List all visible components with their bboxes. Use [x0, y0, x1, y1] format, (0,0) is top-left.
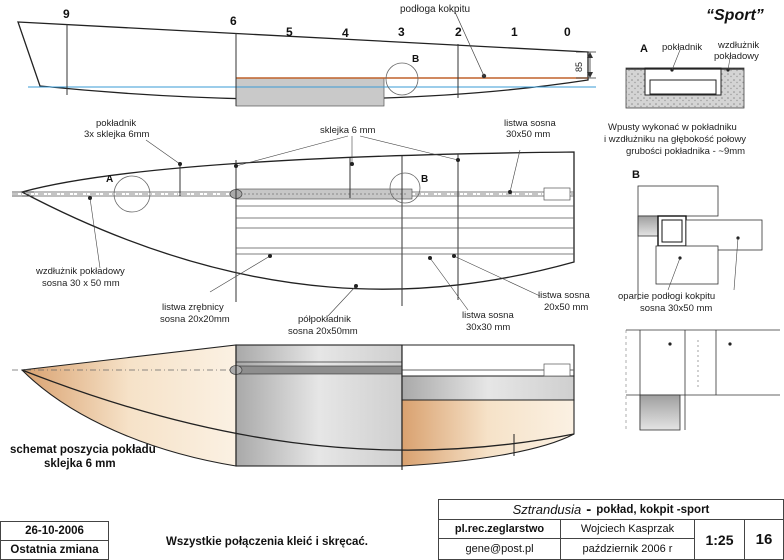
- footer-note: Wszystkie połączenia kleić i skręcać.: [166, 536, 369, 548]
- callout-b-profile: B: [412, 54, 419, 65]
- station-label: 0: [564, 25, 571, 39]
- last-change-date: 26-10-2006: [1, 522, 108, 541]
- detail-b-label-1: oparcie podłogi kokpitu: [618, 291, 715, 302]
- sheet-title: pokład, kokpit -sport: [596, 503, 710, 516]
- station-label: 5: [286, 25, 293, 39]
- schemat-subtitle: sklejka 6 mm: [44, 458, 116, 470]
- side-profile: [17, 11, 596, 107]
- site: pl.rec.zeglarstwo: [439, 520, 561, 539]
- callout-b-circle-profile: [385, 62, 419, 96]
- callout-b-circle-plan: [389, 172, 421, 204]
- label-listwa-20x50: listwa sosna: [538, 290, 590, 301]
- label-pokladnik: pokładnik: [96, 118, 136, 129]
- plating-scheme: [12, 344, 575, 470]
- deck-plan: [12, 135, 575, 317]
- boat-name: Sztrandusia: [512, 502, 582, 517]
- detail-a-label-wzdluznik: wzdłużnik: [717, 40, 759, 51]
- label-polpokladnik: półpokładnik: [298, 314, 351, 325]
- detail-b-heading: B: [632, 169, 640, 181]
- label-zrebnica: listwa zrębnicy: [162, 302, 224, 313]
- label-listwa-30x30: listwa sosna: [462, 310, 514, 321]
- label-zrebnica-dim: sosna 20x20mm: [160, 314, 230, 325]
- station-label: 4: [342, 26, 349, 40]
- detail-a-heading: A: [640, 43, 648, 55]
- label-pokladnik-material: 3x sklejka 6mm: [84, 129, 150, 140]
- scale: 1:25: [695, 520, 745, 559]
- cockpit-section-detail: [625, 329, 780, 431]
- station-label: 9: [63, 7, 70, 21]
- detail-a: [625, 49, 745, 109]
- callout-a-plan: A: [106, 174, 113, 185]
- detail-a-label-wzdluznik-2: pokładowy: [714, 51, 759, 62]
- label-listwa-20x50-dim: 20x50 mm: [544, 302, 588, 313]
- date-block: 26-10-2006 Ostatnia zmiana: [0, 521, 109, 560]
- schemat-title: schemat poszycia pokładu: [10, 444, 156, 456]
- title-row: Sztrandusia - pokład, kokpit -sport: [439, 500, 783, 520]
- detail-a-note-2: i wzdłużniku na głębokość połowy: [604, 134, 746, 145]
- label-sklejka: sklejka 6 mm: [320, 125, 376, 136]
- label-listwa-30x50: listwa sosna: [504, 118, 556, 129]
- dim-85: 85: [574, 62, 584, 72]
- station-label: 6: [230, 14, 237, 28]
- station-label: 1: [511, 25, 518, 39]
- detail-b: [637, 185, 763, 300]
- cockpit-floor-area: [235, 77, 385, 107]
- issue-month: październik 2006 r: [561, 539, 695, 559]
- station-label: 2: [455, 25, 462, 39]
- label-listwa-30x50-dim: 30x50 mm: [506, 129, 550, 140]
- station-label: 3: [398, 25, 405, 39]
- station-numbers: 9 6 5 4 3 2 1 0: [63, 7, 571, 40]
- label-listwa-30x30-dim: 30x30 mm: [466, 322, 510, 333]
- callout-a-circle: [113, 175, 151, 213]
- detail-b-label-2: sosna 30x50 mm: [640, 303, 712, 314]
- author: Wojciech Kasprzak: [561, 520, 695, 539]
- variant-title: “Sport”: [706, 7, 764, 24]
- title-block: Sztrandusia - pokład, kokpit -sport pl.r…: [438, 499, 784, 560]
- detail-a-label-pokladnik: pokładnik: [662, 42, 702, 53]
- callout-b-plan: B: [421, 174, 428, 185]
- sheet-number: 16: [755, 531, 773, 548]
- last-change-label: Ostatnia zmiana: [10, 544, 99, 556]
- label-wzdluznik: wzdłużnik pokładowy: [35, 266, 125, 277]
- detail-a-note-3: grubości pokładnika - ~9mm: [626, 146, 745, 157]
- label-podloga-kokpitu: podłoga kokpitu: [400, 4, 470, 15]
- label-polpokladnik-dim: sosna 20x50mm: [288, 326, 358, 337]
- title-dash: -: [586, 501, 592, 518]
- label-wzdluznik-dim: sosna 30 x 50 mm: [42, 278, 120, 289]
- detail-a-note-1: Wpusty wykonać w pokładniku: [608, 122, 737, 133]
- email[interactable]: gene@post.pl: [439, 539, 561, 559]
